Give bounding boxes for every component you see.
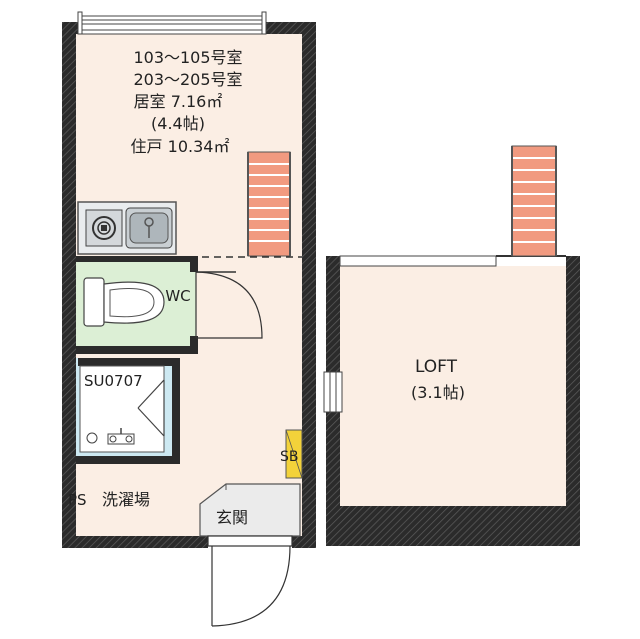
toilet-icon (83, 277, 165, 327)
room-tatami: (4.4帖) (151, 114, 205, 133)
unit-area: 住戸 10.34㎡ (131, 137, 230, 156)
units-line-1: 103～105号室 (133, 48, 242, 67)
wall-bottom-right (292, 536, 316, 548)
ps-label: PS (68, 491, 87, 509)
wall-top-right (264, 22, 316, 34)
stairs-loft (511, 145, 557, 257)
loft-tatami: (3.1帖) (411, 383, 465, 402)
entrance-door (207, 535, 293, 627)
sb-label: SB (280, 449, 299, 465)
window-top (77, 11, 267, 35)
wall-top-left (62, 22, 80, 34)
bath-door (137, 379, 165, 437)
bath-label: SU0707 (84, 372, 143, 390)
room-info: 103～105号室 203～205号室 居室 7.16㎡ (4.4帖) 住戸 1… (131, 48, 243, 156)
loft-wall-right (566, 256, 580, 546)
loft-area: LOFT (3.1帖) (323, 145, 580, 546)
loft-window (323, 371, 343, 413)
loft-edge-top (339, 255, 497, 267)
kitchen-counter (77, 201, 177, 255)
wall-right (302, 22, 316, 548)
wall-left (62, 22, 76, 548)
drain-icon (86, 432, 98, 444)
loft-floor (340, 266, 566, 506)
main-unit: 103～105号室 203～205号室 居室 7.16㎡ (4.4帖) 住戸 1… (62, 11, 316, 627)
loft-wall-bottom (326, 506, 580, 546)
entrance: 玄関 (199, 483, 301, 627)
entrance-label: 玄関 (216, 508, 248, 527)
toilet-room: WC (76, 256, 263, 354)
loft-label: LOFT (415, 357, 458, 377)
stairs-main (247, 151, 291, 257)
faucet-icon (107, 428, 135, 445)
shoe-box: SB (280, 429, 303, 479)
wall-bottom-left (62, 536, 208, 548)
laundry-label: 洗濯場 (102, 490, 150, 509)
bath-unit: SU0707 (76, 358, 180, 464)
units-line-2: 203～205号室 (133, 70, 242, 89)
wc-label: WC (165, 287, 190, 305)
room-area: 居室 7.16㎡ (134, 92, 223, 111)
